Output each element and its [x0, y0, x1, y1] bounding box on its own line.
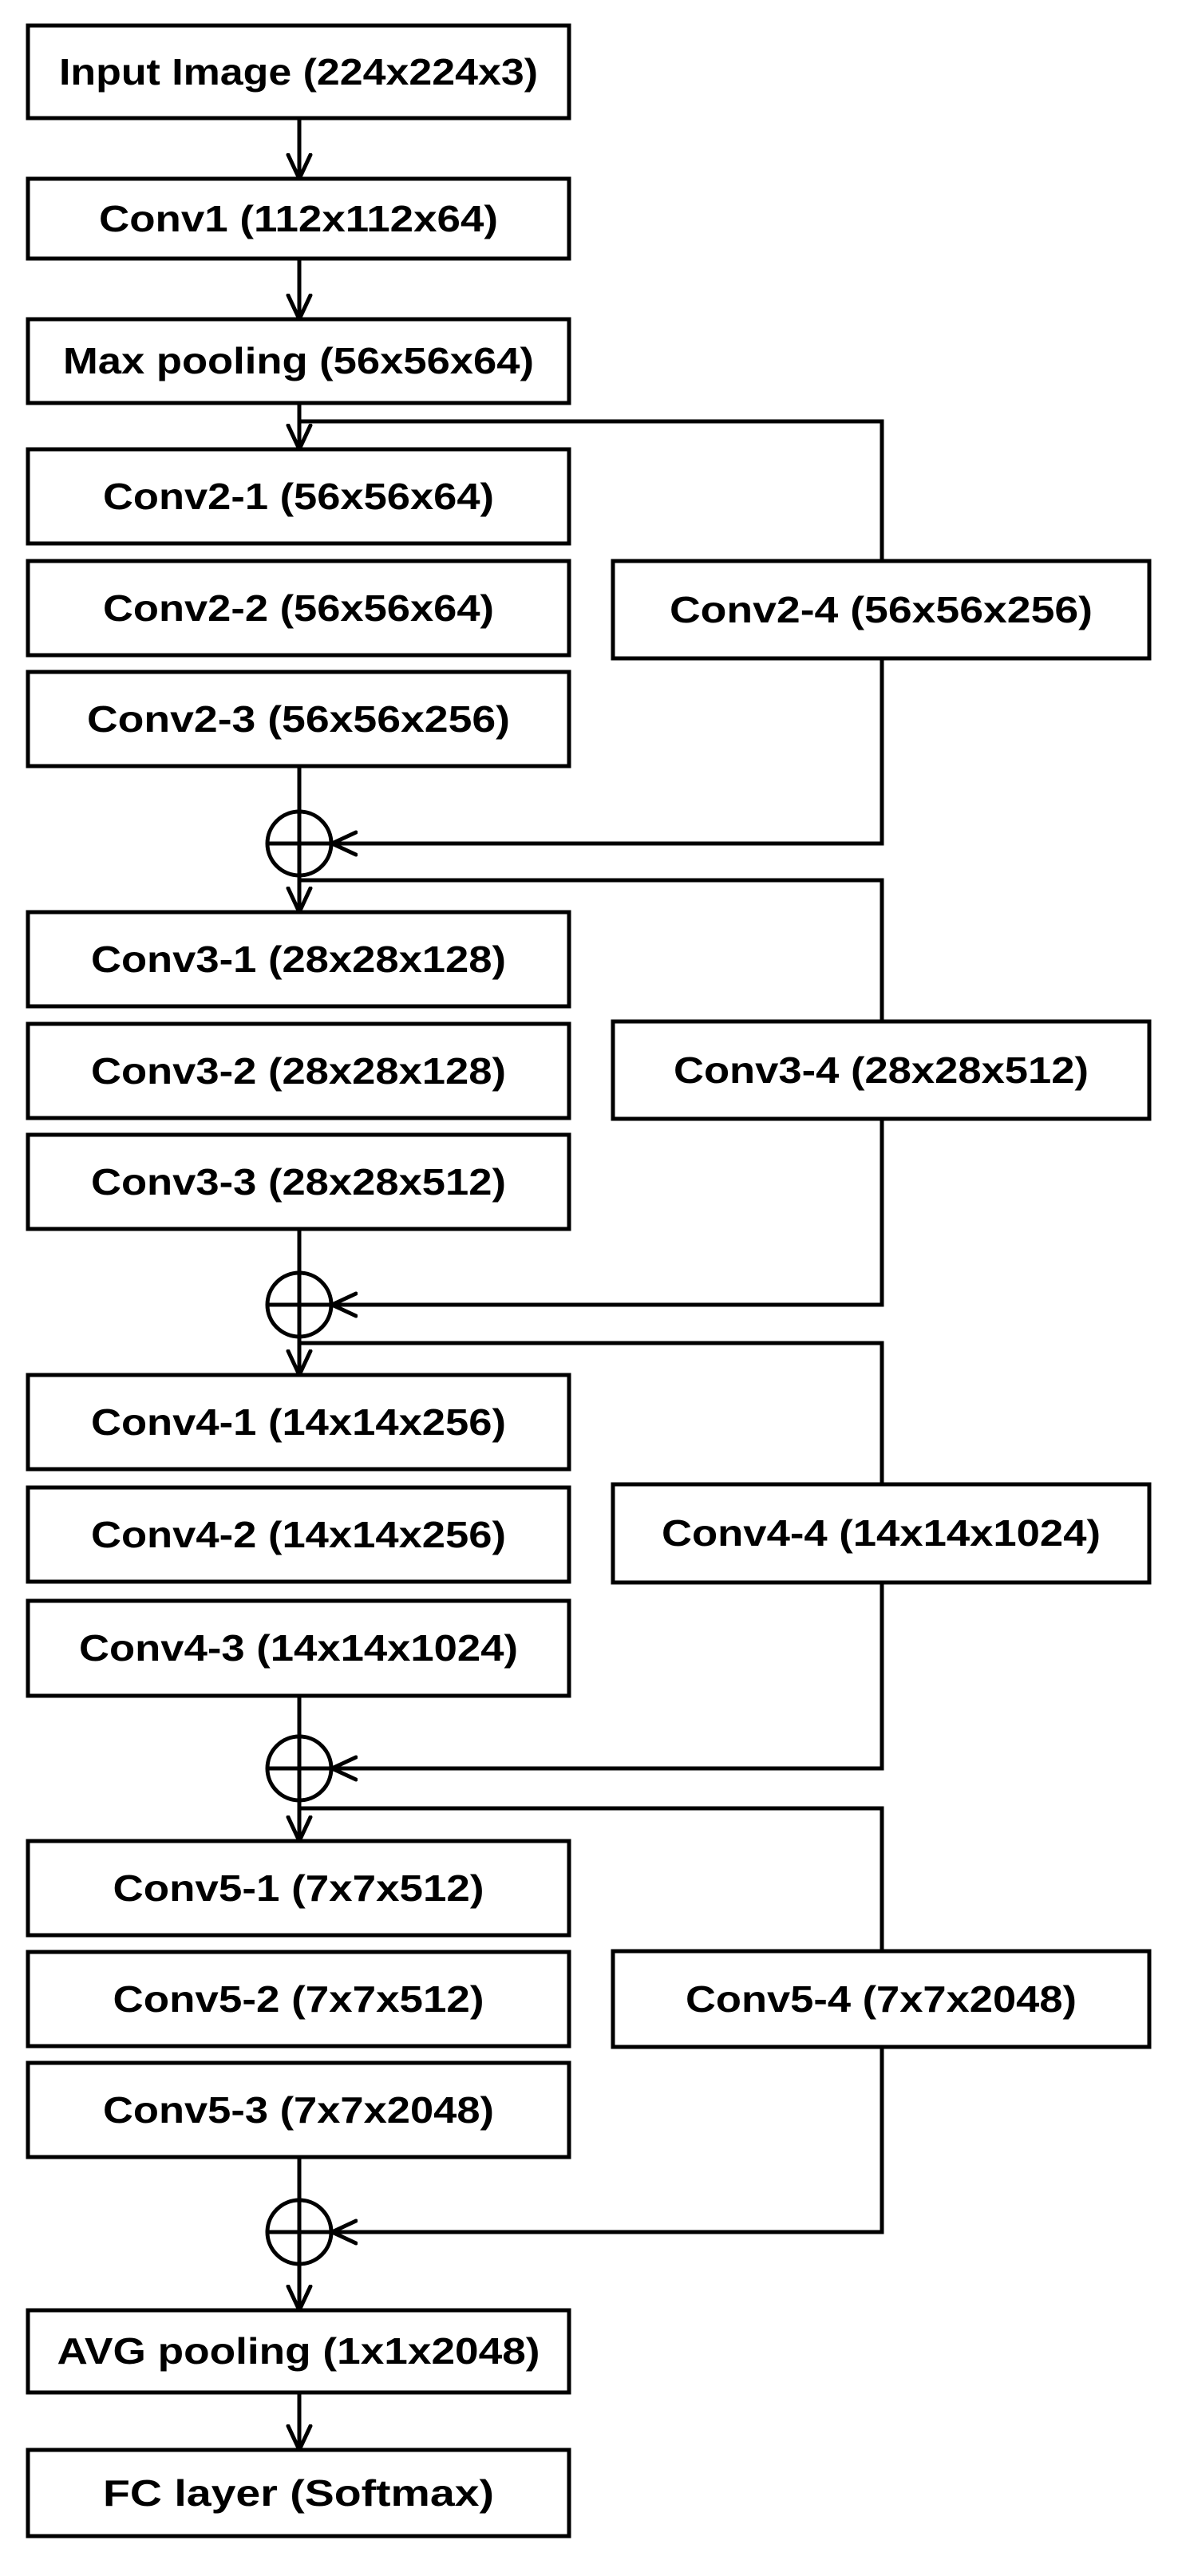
node-conv3-4: Conv3-4 (28x28x512): [611, 1019, 1152, 1121]
node-conv5-2: Conv5-2 (7x7x512): [26, 1950, 571, 2049]
node-label: Conv2-4 (56x56x256): [670, 589, 1093, 630]
sum-node-stage-2: [265, 809, 334, 878]
node-conv2-3: Conv2-3 (56x56x256): [26, 670, 571, 768]
node-label: Conv5-2 (7x7x512): [113, 1978, 484, 2020]
node-conv1: Conv1 (112x112x64): [26, 176, 571, 261]
edge-conv4-4-to-sum4: [332, 1582, 884, 1768]
node-conv3-2: Conv3-2 (28x28x128): [26, 1021, 571, 1120]
node-label: Conv4-4 (14x14x1024): [662, 1512, 1101, 1554]
edge-sum3-to-conv4-4: [299, 1341, 884, 1484]
node-conv2-1: Conv2-1 (56x56x64): [26, 447, 571, 546]
node-conv5-3: Conv5-3 (7x7x2048): [26, 2060, 571, 2159]
edge-conv3-4-to-sum3: [332, 1119, 884, 1305]
node-label: Conv2-2 (56x56x64): [103, 587, 494, 629]
node-label: Conv3-1 (28x28x128): [91, 938, 506, 980]
node-avg-pooling: AVG pooling (1x1x2048): [26, 2308, 571, 2395]
node-label: FC layer (Softmax): [103, 2472, 494, 2514]
node-label: Conv5-1 (7x7x512): [113, 1867, 484, 1909]
node-label: Conv3-3 (28x28x512): [91, 1161, 506, 1203]
node-label: Conv4-1 (14x14x256): [91, 1401, 506, 1443]
sum-node-stage-3: [265, 1270, 334, 1339]
node-label: Conv5-4 (7x7x2048): [686, 1978, 1077, 2020]
node-label: Max pooling (56x56x64): [63, 340, 534, 381]
node-conv4-4: Conv4-4 (14x14x1024): [611, 1482, 1152, 1585]
sum-node-stage-4: [265, 1734, 334, 1803]
node-label: Conv2-1 (56x56x64): [103, 476, 494, 517]
node-conv4-1: Conv4-1 (14x14x256): [26, 1373, 571, 1472]
node-fc-layer: FC layer (Softmax): [26, 2448, 571, 2538]
edge-maxpool-to-conv2-4: [299, 419, 884, 561]
edge-sum2-to-conv3-4: [299, 878, 884, 1021]
connections: [299, 118, 884, 2450]
node-label: Conv5-3 (7x7x2048): [103, 2089, 494, 2131]
node-input-image: Input Image (224x224x3): [26, 23, 571, 121]
node-label: Conv1 (112x112x64): [99, 198, 498, 239]
node-conv4-3: Conv4-3 (14x14x1024): [26, 1598, 571, 1698]
node-label: Conv3-2 (28x28x128): [91, 1050, 506, 1092]
sum-node-stage-5: [265, 2198, 334, 2266]
node-conv2-4: Conv2-4 (56x56x256): [611, 559, 1152, 661]
edge-conv2-4-to-sum2: [332, 658, 884, 844]
node-label: Conv2-3 (56x56x256): [87, 698, 510, 740]
node-conv3-3: Conv3-3 (28x28x512): [26, 1132, 571, 1231]
node-label: Input Image (224x224x3): [59, 51, 538, 93]
node-conv4-2: Conv4-2 (14x14x256): [26, 1485, 571, 1584]
node-label: Conv4-2 (14x14x256): [91, 1514, 506, 1555]
edge-conv5-4-to-sum5: [332, 2047, 884, 2232]
node-label: Conv4-3 (14x14x1024): [79, 1627, 518, 1669]
node-conv2-2: Conv2-2 (56x56x64): [26, 559, 571, 658]
node-label: AVG pooling (1x1x2048): [57, 2330, 540, 2372]
node-label: Conv3-4 (28x28x512): [674, 1049, 1089, 1091]
node-max-pooling: Max pooling (56x56x64): [26, 317, 571, 405]
node-conv5-1: Conv5-1 (7x7x512): [26, 1839, 571, 1938]
node-conv3-1: Conv3-1 (28x28x128): [26, 910, 571, 1009]
node-conv5-4: Conv5-4 (7x7x2048): [611, 1949, 1152, 2049]
edge-sum4-to-conv5-4: [299, 1806, 884, 1951]
